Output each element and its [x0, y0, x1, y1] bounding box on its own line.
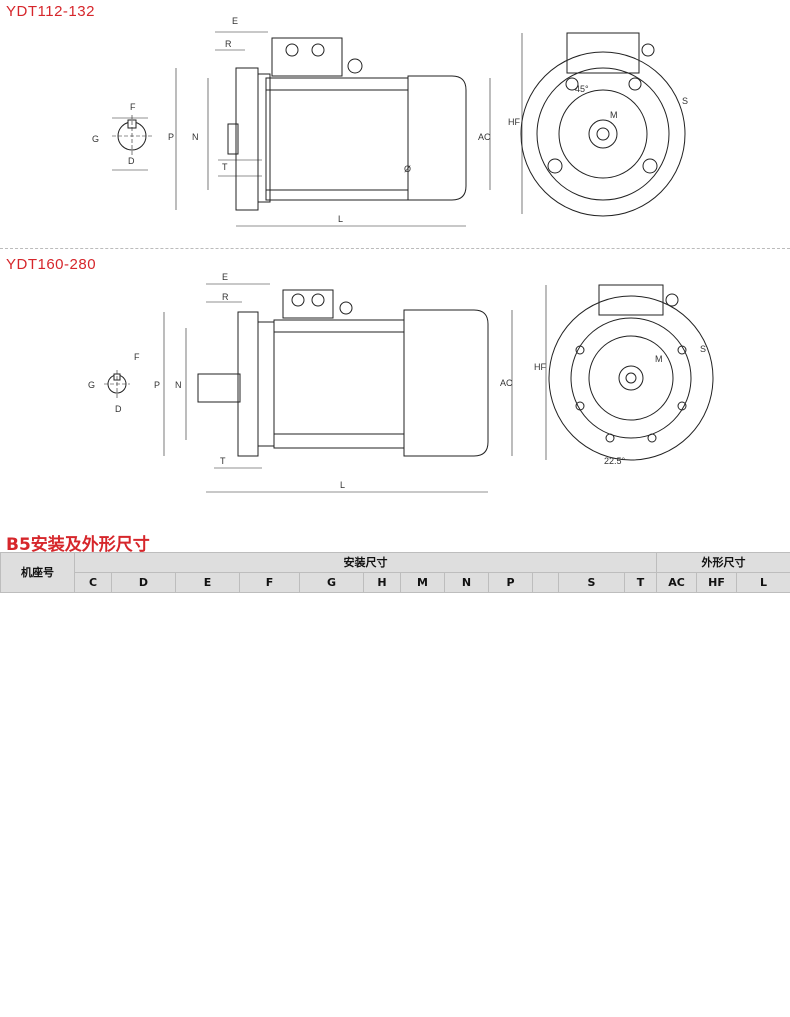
label-hf: HF	[508, 117, 520, 127]
label-e: E	[232, 16, 238, 26]
label-s: S	[700, 344, 706, 354]
section-title-ydt160-280: YDT160-280	[6, 256, 97, 273]
label-hf: HF	[534, 362, 546, 372]
label-e: E	[222, 272, 228, 282]
col-c: C	[74, 572, 112, 593]
label-s: S	[682, 96, 688, 106]
label-l: L	[340, 480, 345, 490]
label-t: T	[222, 162, 228, 172]
label-p: P	[154, 380, 160, 390]
label-ac: AC	[478, 132, 491, 142]
label-f: F	[134, 352, 140, 362]
label-ac: AC	[500, 378, 513, 388]
col-t: T	[624, 572, 657, 593]
label-l: L	[338, 214, 343, 224]
label-n: N	[192, 132, 199, 142]
col-ac: AC	[656, 572, 697, 593]
col-e: E	[175, 572, 240, 593]
label-angle: 45°	[575, 84, 589, 94]
section-divider	[0, 248, 790, 249]
label-m: M	[610, 110, 618, 120]
col-d: D	[111, 572, 176, 593]
label-dia: Ø	[404, 164, 411, 174]
col-s: S	[558, 572, 625, 593]
col-g: G	[299, 572, 364, 593]
col-n: N	[444, 572, 489, 593]
drawing-ydt160-280: E R F G D P N T L AC HF M S 22.5°	[88, 272, 714, 493]
col-l: L	[736, 572, 790, 593]
label-r: R	[225, 39, 232, 49]
label-g: G	[92, 134, 99, 144]
header-frame: 机座号	[0, 552, 75, 593]
col-m: M	[400, 572, 445, 593]
section-title-ydt112-132: YDT112-132	[6, 3, 95, 20]
label-d: D	[128, 156, 135, 166]
label-p: P	[168, 132, 174, 142]
b5-title: B5安装及外形尺寸	[6, 535, 150, 555]
col-blank	[532, 572, 559, 593]
col-h: H	[363, 572, 401, 593]
label-d: D	[115, 404, 122, 414]
col-hf: HF	[696, 572, 737, 593]
col-p: P	[488, 572, 533, 593]
dimension-table: 机座号 安装尺寸 外形尺寸 C D E F G H M N P S T AC H…	[0, 552, 790, 593]
header-outline: 外形尺寸	[656, 552, 790, 573]
label-angle: 22.5°	[604, 456, 626, 466]
label-r: R	[222, 292, 229, 302]
label-g: G	[88, 380, 95, 390]
label-m: M	[655, 354, 663, 364]
col-f: F	[239, 572, 300, 593]
drawing-ydt112-132: E R F G D P N T L AC HF Ø 45° M S	[92, 16, 688, 227]
label-t: T	[220, 456, 226, 466]
label-f: F	[130, 102, 136, 112]
column-header-row: C D E F G H M N P S T AC HF L	[1, 572, 790, 593]
header-install: 安装尺寸	[74, 552, 657, 573]
label-n: N	[175, 380, 182, 390]
